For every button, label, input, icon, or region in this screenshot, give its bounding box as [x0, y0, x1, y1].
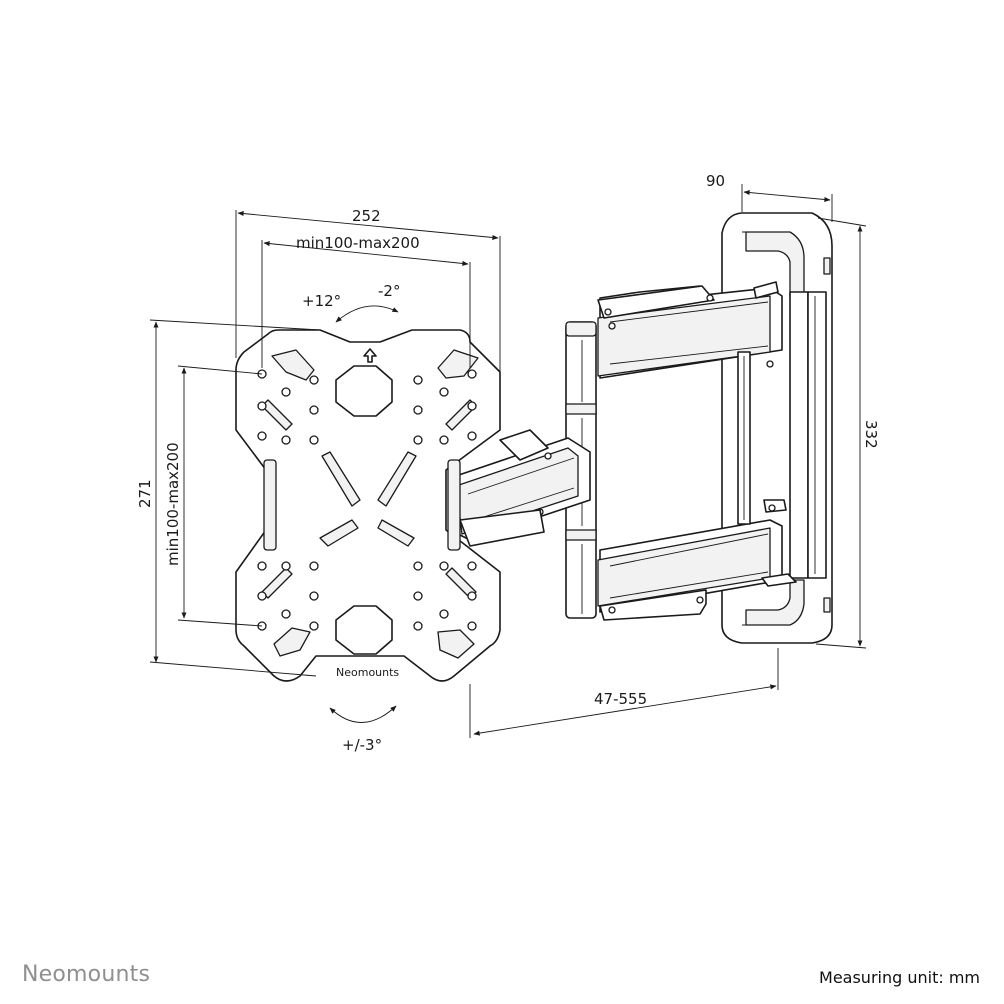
footer-brand-logo: Neomounts [22, 962, 151, 987]
tilt-forward-label: +12° [302, 292, 341, 310]
dim-wall-plate-depth: 90 [706, 172, 725, 190]
dim-vesa-horizontal: min100-max200 [296, 234, 420, 252]
measuring-unit-note: Measuring unit: mm [819, 968, 980, 987]
dim-plate-width: 252 [352, 207, 381, 225]
mounting-holes [257, 369, 477, 631]
vesa-plate: Neomounts [235, 329, 501, 682]
rotation-label: +/-3° [342, 736, 382, 754]
up-arrow-icon [363, 348, 377, 363]
dimension-lines [149, 184, 867, 738]
dim-plate-height: 271 [136, 479, 154, 508]
dim-vesa-vertical: min100-max200 [164, 442, 182, 566]
tilt-backward-label: -2° [378, 282, 400, 300]
inner-arm [449, 429, 591, 547]
dim-wall-plate-height: 332 [862, 420, 880, 449]
outer-arm [597, 281, 797, 621]
dim-arm-extension: 47-555 [594, 690, 647, 708]
plate-brand-label: Neomounts [336, 666, 399, 679]
